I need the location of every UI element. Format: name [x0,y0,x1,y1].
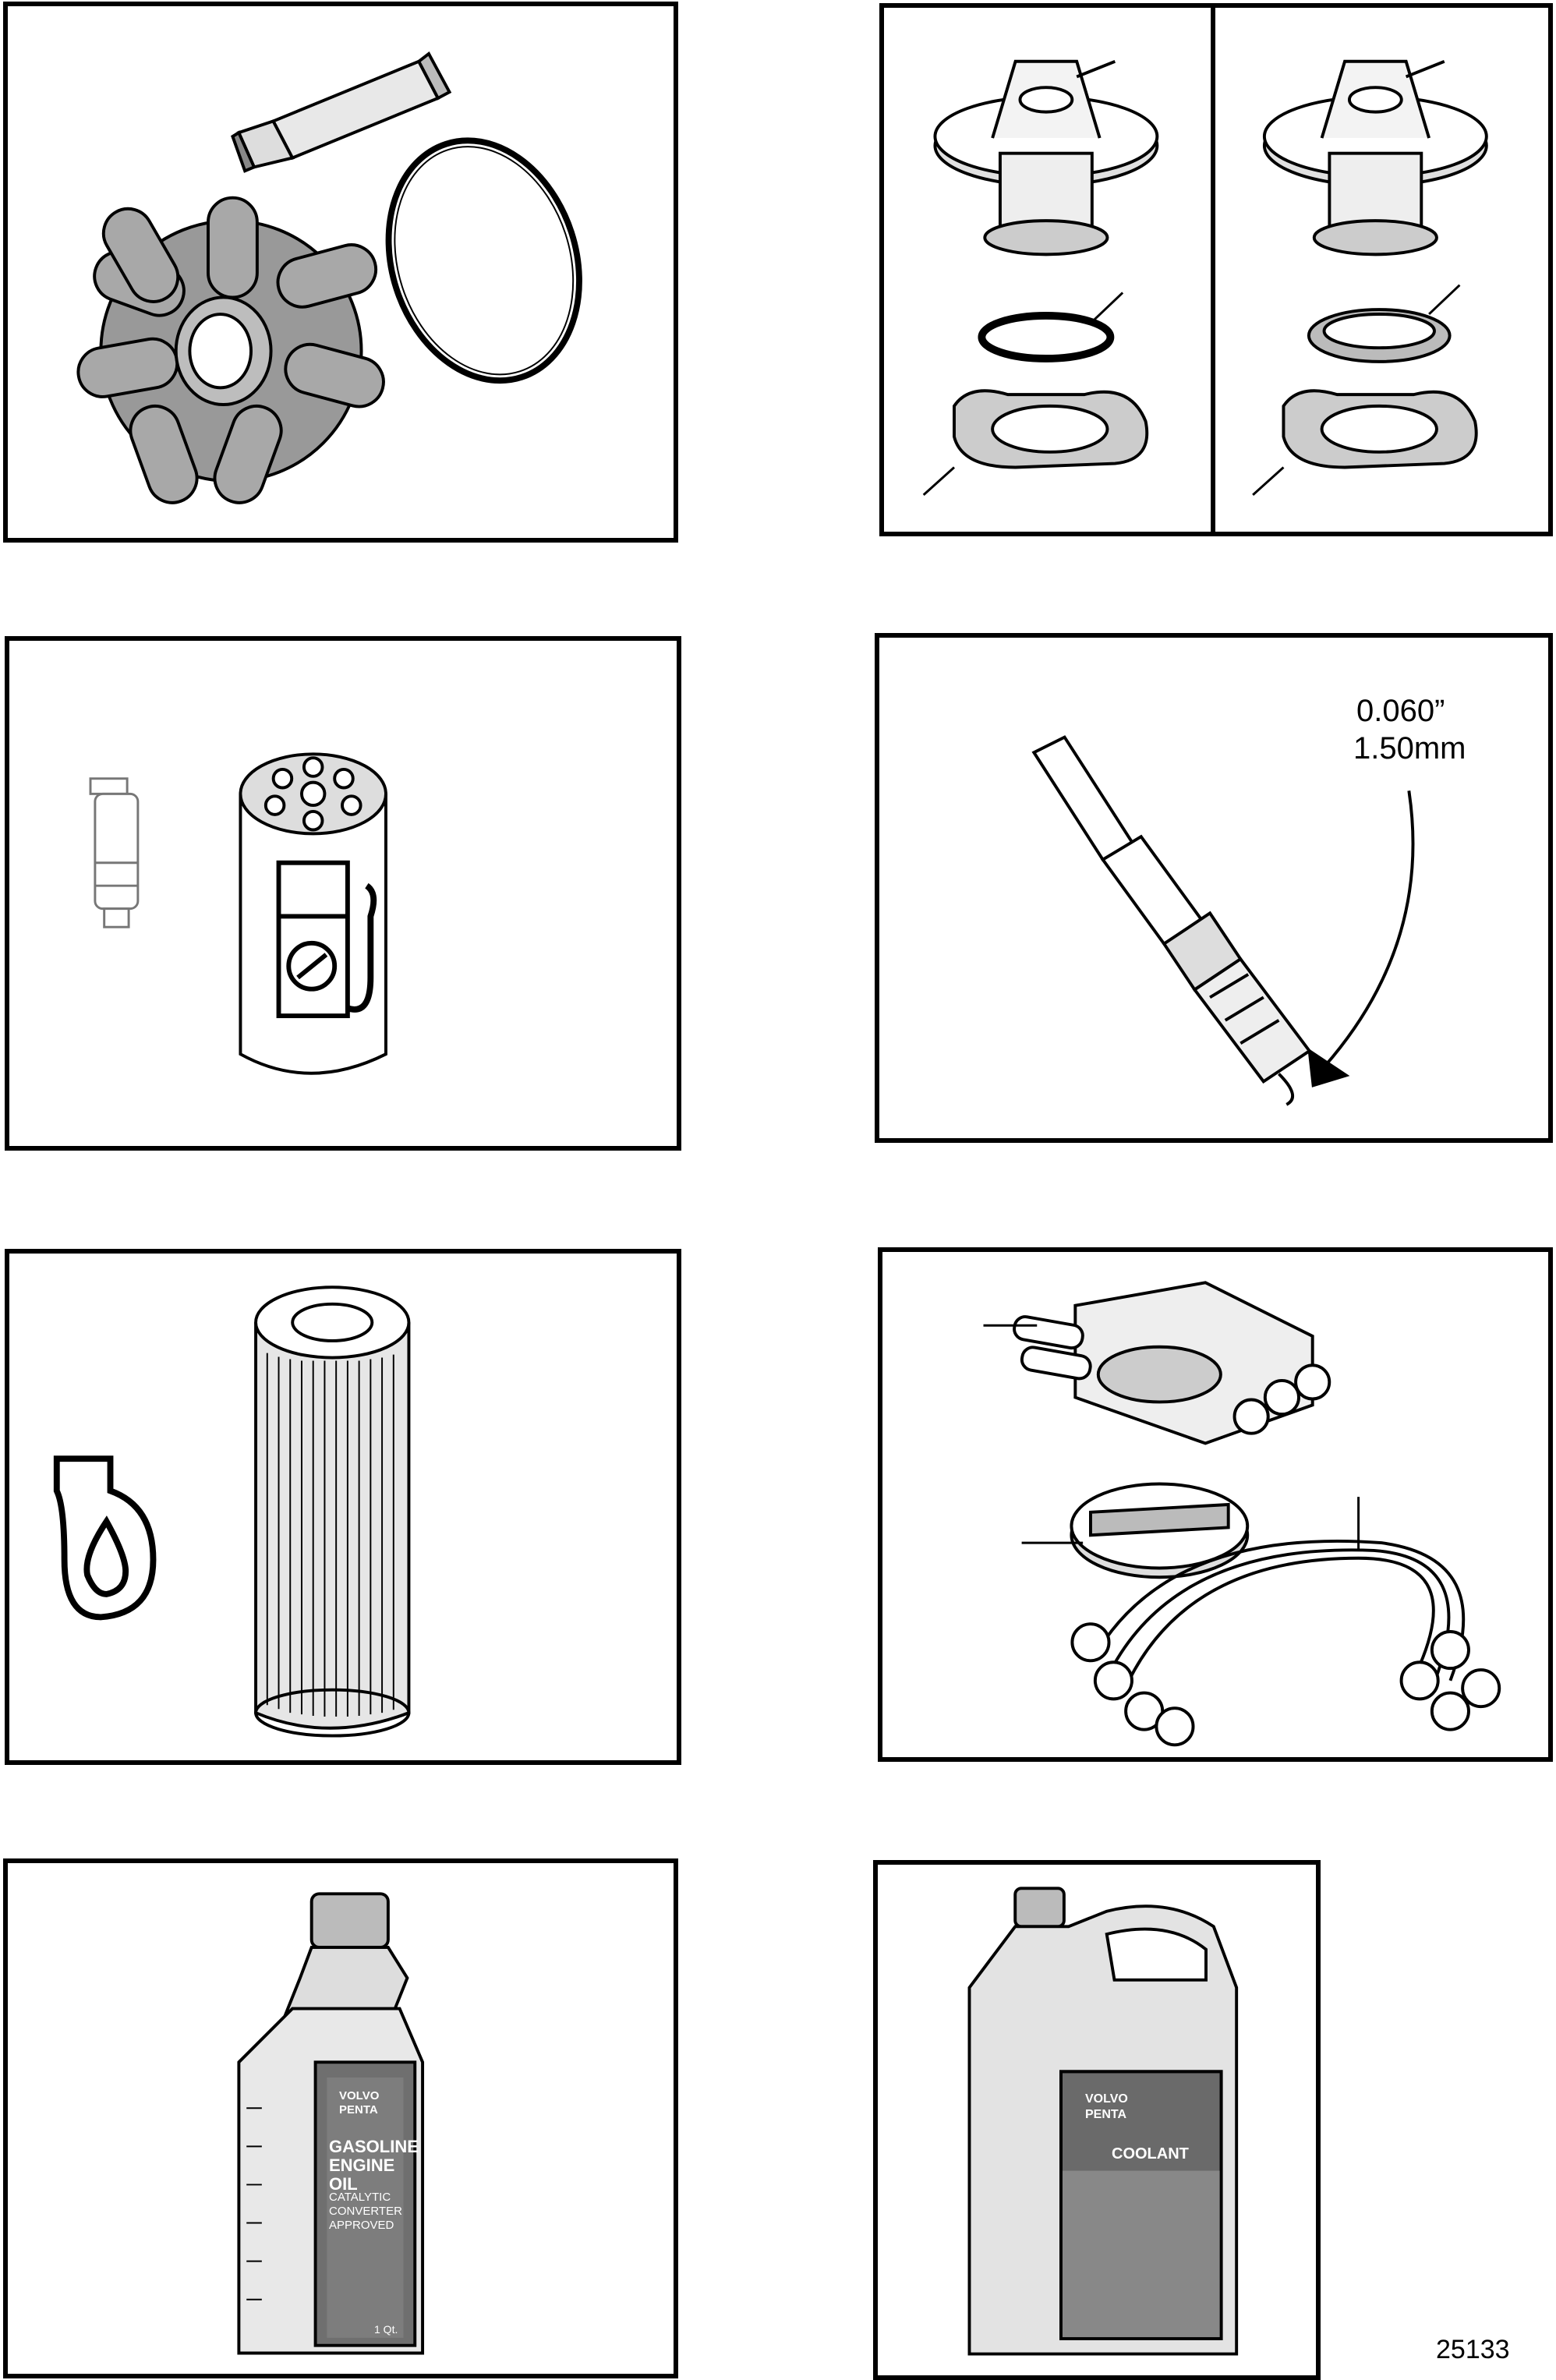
oil-filter-cartridge-icon [254,1285,411,1738]
oil-volume: 1 Qt. [374,2323,398,2336]
oil-filter-drawing [53,1285,411,1738]
fuel-pump-icon [89,777,140,928]
oil-sub-line2: CONVERTER [329,2205,402,2218]
oil-sub-line3: APPROVED [329,2219,394,2232]
coolant-brand-line1: VOLVO [1085,2092,1128,2106]
spark-plug-gap-inch: 0.060” [1356,694,1445,728]
spark-plug-gap-mm: 1.50mm [1353,731,1466,766]
oil-brand-line1: VOLVO [339,2089,380,2102]
ignition-parts-drawing [983,1281,1501,1747]
coolant-panel: VOLVO PENTA COOLANT [873,1860,1321,2380]
spark-plug-wires-icon [1070,1497,1501,1747]
o-ring-icon [385,137,582,384]
engine-oil-panel: VOLVO PENTA GASOLINE ENGINE OIL CATALYTI… [3,1858,678,2378]
ignition-parts-panel [878,1247,1553,1762]
gap-arrow-icon [1307,790,1415,1087]
impeller-kit-drawing [76,51,582,504]
thermostat-kits-panel [879,3,1553,536]
distributor-cap-icon [983,1281,1331,1445]
oil-drop-icon [53,1455,157,1621]
thermostat-left-icon [933,59,1159,256]
oil-brand-line2: PENTA [339,2103,378,2117]
seal-ring-icon [1307,284,1461,363]
fuel-filter-icon [239,752,387,1075]
coolant-drawing [967,1887,1239,2356]
oil-product-name: GASOLINE ENGINE OIL [329,2137,419,2194]
thermostat-right-icon [1262,59,1488,256]
impeller-kit-panel [3,2,678,543]
rotor-icon [1021,1482,1250,1579]
gasket-left-icon [922,389,1149,496]
figure-number: 25133 [1436,2335,1510,2364]
thermostat-kits-drawing [922,8,1488,532]
engine-oil-drawing [237,1892,425,2355]
oil-sub-line1: CATALYTIC [329,2191,391,2204]
o-ring-small-icon [978,292,1124,362]
gasket-right-icon [1252,389,1478,496]
spark-plug-panel [875,633,1553,1143]
oil-bottle-icon [237,1892,425,2355]
fuel-filter-drawing [89,752,387,1075]
coolant-brand-line2: PENTA [1085,2108,1127,2121]
fuel-filter-and-pump-panel [5,636,681,1151]
impeller-icon [76,196,385,504]
coolant-product-name: COOLANT [1112,2145,1189,2163]
coolant-jug-icon [967,1887,1239,2356]
grease-tube-icon [231,51,452,173]
spark-plug-icon [1031,735,1312,1106]
oil-filter-panel [5,1249,681,1765]
spark-plug-drawing [1031,735,1415,1106]
